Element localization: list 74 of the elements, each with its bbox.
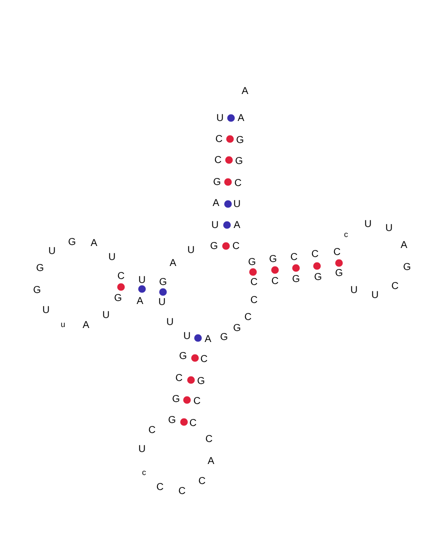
nucleotide-label: G: [220, 333, 228, 343]
nucleotide-label: A: [90, 239, 98, 249]
nucleotide-label: C: [333, 248, 341, 258]
nucleotide-label: G: [33, 286, 41, 296]
nucleotide-label: U: [108, 253, 116, 263]
nucleotide-label: C: [156, 483, 164, 493]
nucleotide-label: G: [236, 136, 244, 146]
nucleotide-label: G: [233, 324, 241, 334]
nucleotide-label: A: [238, 114, 244, 124]
nucleotide-label: G: [213, 178, 221, 188]
nucleotide-label: A: [208, 457, 214, 467]
nucleotide-label: u: [60, 321, 66, 329]
nucleotide-label: C: [200, 355, 208, 365]
nucleotide-label: U: [364, 220, 372, 230]
nucleotide-label: G: [403, 263, 411, 273]
nucleotide-label: U: [216, 114, 224, 124]
nucleotide-label: A: [136, 297, 144, 307]
nucleotide-label: U: [166, 318, 174, 328]
nucleotide-label: G: [210, 242, 218, 252]
nucleotide-label: C: [311, 250, 319, 260]
nucleotide-label: G: [114, 294, 122, 304]
nucleotide-label: G: [197, 377, 205, 387]
nucleotide-label: G: [68, 238, 76, 248]
nucleotide-label: A: [212, 199, 220, 209]
nucleotide-label: G: [314, 273, 322, 283]
nucleotide-label: C: [271, 277, 279, 287]
nucleotide-label: C: [189, 419, 197, 429]
nucleotide-label: U: [371, 291, 379, 301]
nucleotide-label: U: [138, 445, 146, 455]
nucleotide-label: A: [242, 87, 248, 97]
nucleotide-label: C: [234, 179, 242, 189]
nucleotide-label: C: [290, 253, 298, 263]
nucleotide-label: G: [159, 278, 167, 288]
nucleotide-label: C: [193, 397, 201, 407]
nucleotide-label: U: [158, 298, 166, 308]
nucleotide-label: G: [36, 264, 44, 274]
nucleotide-label: C: [232, 242, 240, 252]
nucleotide-label: A: [82, 321, 90, 331]
nucleotide-label: A: [400, 241, 408, 251]
nucleotide-label: U: [138, 276, 146, 286]
nucleotide-label: U: [183, 332, 191, 342]
nucleotide-label: A: [170, 259, 176, 269]
nucleotide-label: U: [42, 306, 50, 316]
nucleotide-label: C: [250, 296, 258, 306]
nucleotide-label: c: [344, 231, 348, 239]
nucleotide-label: G: [235, 157, 243, 167]
nucleotide-label: G: [168, 416, 176, 426]
nucleotide-label: G: [269, 255, 277, 265]
nucleotide-label: C: [250, 278, 258, 288]
nucleotide-label: C: [244, 313, 252, 323]
nucleotide-label: U: [187, 246, 195, 256]
nucleotide-label: C: [215, 135, 223, 145]
nucleotide-label: U: [48, 247, 56, 257]
nucleotide-label: A: [234, 221, 240, 231]
nucleotide-label: C: [148, 426, 156, 436]
nucleotide-label: U: [350, 286, 358, 296]
nucleotide-label: U: [102, 311, 110, 321]
nucleotide-label: C: [205, 435, 213, 445]
nucleotide-label: U: [211, 221, 219, 231]
nucleotide-label: U: [233, 200, 241, 210]
nucleotide-label: C: [214, 156, 222, 166]
nucleotide-label: C: [198, 477, 206, 487]
nucleotide-label: G: [179, 352, 187, 362]
nucleotide-label: U: [385, 224, 393, 234]
nucleotide-label: C: [117, 272, 125, 282]
nucleotide-label: G: [335, 269, 343, 279]
nucleotide-label: C: [391, 282, 399, 292]
nucleotide-label: G: [172, 395, 180, 405]
nucleotide-label: A: [204, 335, 212, 345]
nucleotide-label: G: [248, 258, 256, 268]
nucleotide-label: G: [292, 275, 300, 285]
nucleotide-label: C: [175, 374, 183, 384]
nucleotide-label: C: [178, 487, 186, 497]
nucleotide-label: c: [142, 469, 146, 477]
